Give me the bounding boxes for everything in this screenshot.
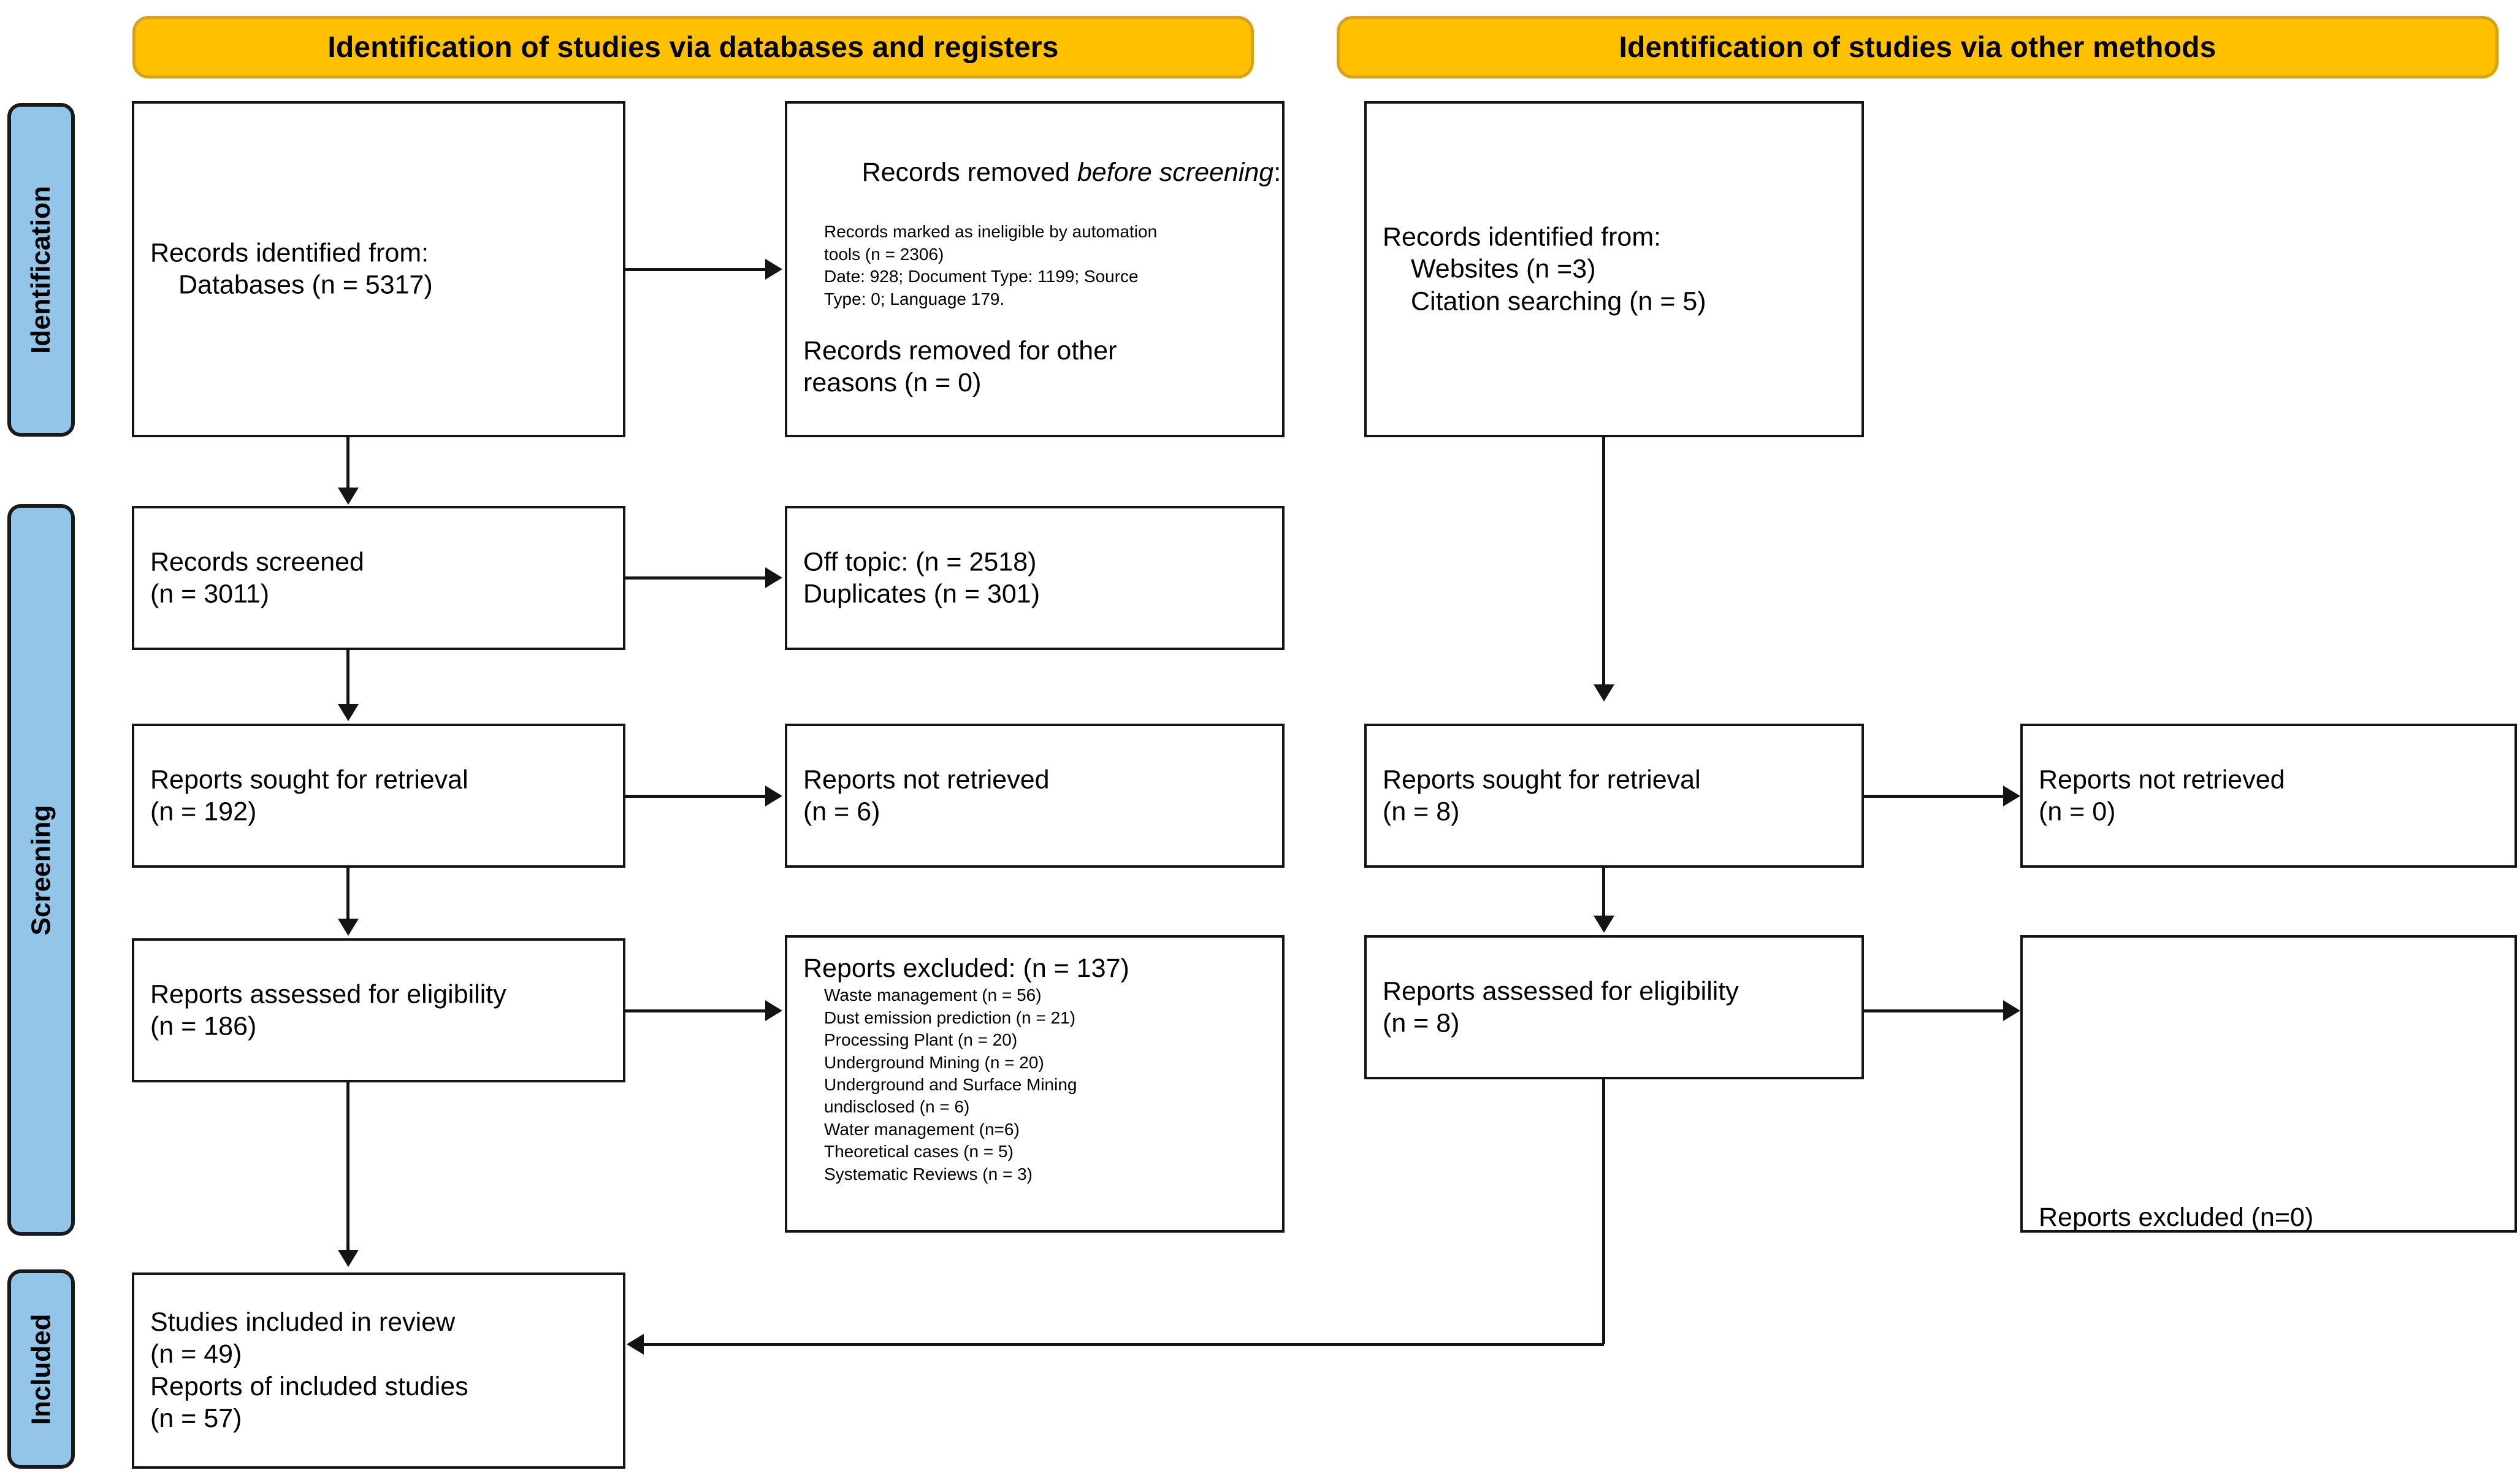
stage-tab-screening: Screening [7,504,75,1236]
stage-tab-included-label: Included [26,1314,56,1425]
reports-excluded-reason: Water management (n=6) [824,1119,1020,1139]
arrow-other-assessed-to-included [627,1334,644,1355]
arrow-other-sought-to-assessed [1594,916,1614,933]
box-records-screened: Records screened (n = 3011) [132,506,625,650]
connector-screened-to-excluded [625,576,765,580]
records-removed-other-line2: reasons (n = 0) [803,368,982,398]
reports-sought-db-line1: Reports sought for retrieval [150,765,468,795]
box-reports-assessed-eligibility-other: Reports assessed for eligibility (n = 8) [1364,935,1864,1079]
studies-included-line3: Reports of included studies [150,1372,468,1401]
connector-assessed-to-included [346,1082,349,1251]
studies-included-line4: (n = 57) [150,1404,242,1434]
reports-excluded-reason: undisclosed (n = 6) [824,1097,970,1117]
records-excluded-duplicates: Duplicates (n = 301) [803,579,1040,609]
records-excluded-offtopic: Off topic: (n = 2518) [803,547,1037,577]
records-identified-other-line3: Citation searching (n = 5) [1411,286,1706,316]
box-reports-not-retrieved-db: Reports not retrieved (n = 6) [785,724,1285,868]
reports-excluded-other-line1: Reports excluded (n=0) [2039,1203,2314,1232]
banner-databases-registers-label: Identification of studies via databases … [327,31,1059,64]
reports-not-retrieved-db-line1: Reports not retrieved [803,765,1050,795]
connector-identified-to-removed [625,268,765,271]
records-screened-line2: (n = 3011) [150,579,270,609]
records-identified-other-line1: Records identified from: [1383,222,1662,252]
studies-included-line1: Studies included in review [150,1307,456,1337]
records-identified-databases-line2: Databases (n = 5317) [178,270,433,300]
box-reports-sought-retrieval-other: Reports sought for retrieval (n = 8) [1364,724,1864,868]
records-removed-title: Records removed before screening: [803,124,1281,221]
box-reports-excluded-other: Reports excluded (n=0) [2020,935,2517,1233]
studies-included-line2: (n = 49) [150,1339,242,1369]
box-reports-excluded-db: Reports excluded: (n = 137) Waste manage… [785,935,1285,1233]
arrow-sought-to-notretrieved [765,786,782,806]
reports-not-retrieved-db-line2: (n = 6) [803,797,880,827]
records-removed-title-part1: Records removed [861,158,1077,188]
stage-tab-included: Included [7,1269,75,1469]
records-removed-other-line1: Records removed for other [803,335,1117,365]
banner-databases-registers: Identification of studies via databases … [132,16,1254,78]
reports-excluded-reason: Systematic Reviews (n = 3) [824,1164,1033,1184]
reports-not-retrieved-other-line1: Reports not retrieved [2039,765,2285,795]
reports-assessed-other-line1: Reports assessed for eligibility [1383,976,1739,1006]
arrow-screened-to-excluded [765,567,782,588]
reports-sought-db-line2: (n = 192) [150,797,257,827]
box-reports-not-retrieved-other: Reports not retrieved (n = 0) [2020,724,2517,868]
banner-other-methods-label: Identification of studies via other meth… [1619,31,2216,64]
arrow-assessed-to-included [338,1250,359,1267]
stage-tab-identification: Identification [7,103,75,437]
connector-screened-to-sought [346,650,349,705]
box-records-excluded-screening: Off topic: (n = 2518) Duplicates (n = 30… [785,506,1285,650]
connector-other-identified-to-sought [1602,437,1605,686]
records-removed-details: Records marked as ineligible by automati… [824,221,1271,310]
connector-other-assessed-down [1602,1079,1605,1344]
records-removed-detail-line: tools (n = 2306) [824,244,944,264]
connector-assessed-to-excluded [625,1009,765,1012]
reports-sought-other-line1: Reports sought for retrieval [1383,765,1701,795]
reports-excluded-reason: Waste management (n = 56) [824,985,1042,1005]
reports-excluded-reason: Underground Mining (n = 20) [824,1052,1044,1072]
banner-other-methods: Identification of studies via other meth… [1337,16,2499,78]
arrow-assessed-to-excluded [765,1000,782,1021]
records-identified-databases-line1: Records identified from: [150,238,429,268]
arrow-identified-to-removed [765,259,782,280]
box-records-removed-before-screening: Records removed before screening: Record… [785,101,1285,437]
records-removed-detail-line: Type: 0; Language 179. [824,289,1005,308]
connector-other-assessed-to-excluded [1864,1009,2004,1012]
records-identified-other-line2: Websites (n =3) [1411,254,1596,284]
records-removed-title-colon: : [1273,158,1281,188]
arrow-other-identified-to-sought [1594,684,1614,702]
reports-excluded-db-title: Reports excluded: (n = 137) [803,954,1129,983]
box-studies-included-in-review: Studies included in review (n = 49) Repo… [132,1272,625,1469]
reports-excluded-reason: Processing Plant (n = 20) [824,1030,1018,1050]
box-reports-sought-retrieval-db: Reports sought for retrieval (n = 192) [132,724,625,868]
connector-identified-to-screened [346,437,349,489]
reports-excluded-reason: Dust emission prediction (n = 21) [824,1008,1076,1027]
arrow-identified-to-screened [338,488,359,505]
connector-other-assessed-left-to-included [644,1343,1604,1346]
reports-assessed-db-line1: Reports assessed for eligibility [150,979,506,1009]
reports-assessed-db-line2: (n = 186) [150,1011,257,1041]
records-removed-detail-line: Records marked as ineligible by automati… [824,222,1158,242]
box-records-identified-databases: Records identified from: Databases (n = … [132,101,625,437]
arrow-other-sought-to-notretrieved [2003,786,2020,806]
reports-excluded-reason: Underground and Surface Mining [824,1075,1077,1095]
reports-excluded-db-reasons: Waste management (n = 56) Dust emission … [824,984,1271,1185]
stage-tab-identification-label: Identification [26,186,56,354]
records-removed-detail-line: Date: 928; Document Type: 1199; Source [824,267,1139,286]
connector-other-sought-to-assessed [1602,868,1605,917]
arrow-screened-to-sought [338,704,359,721]
connector-sought-to-notretrieved [625,795,765,798]
connector-sought-to-assessed [346,868,349,920]
arrow-sought-to-assessed [338,919,359,936]
records-screened-line1: Records screened [150,547,364,577]
connector-other-sought-to-notretrieved [1864,795,2004,798]
records-removed-title-italic: before screening [1077,158,1274,188]
box-reports-assessed-eligibility-db: Reports assessed for eligibility (n = 18… [132,938,625,1082]
arrow-other-assessed-to-excluded [2003,1000,2020,1021]
stage-tab-screening-label: Screening [26,805,56,935]
reports-not-retrieved-other-line2: (n = 0) [2039,797,2116,827]
box-records-identified-other: Records identified from: Websites (n =3)… [1364,101,1864,437]
reports-sought-other-line2: (n = 8) [1383,797,1460,827]
reports-assessed-other-line2: (n = 8) [1383,1008,1460,1038]
reports-excluded-reason: Theoretical cases (n = 5) [824,1142,1014,1161]
